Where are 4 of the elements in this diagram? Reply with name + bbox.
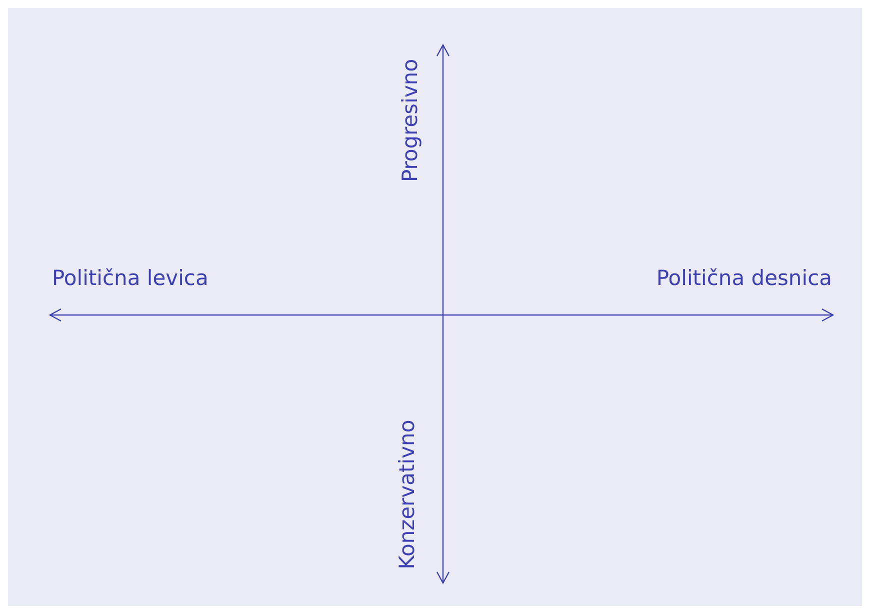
axis-label: Konzervativno	[396, 419, 418, 569]
axis-label: Politična levica	[52, 268, 208, 289]
axis-label: Politična desnica	[656, 268, 832, 289]
axis-label: Progresivno	[400, 58, 421, 182]
